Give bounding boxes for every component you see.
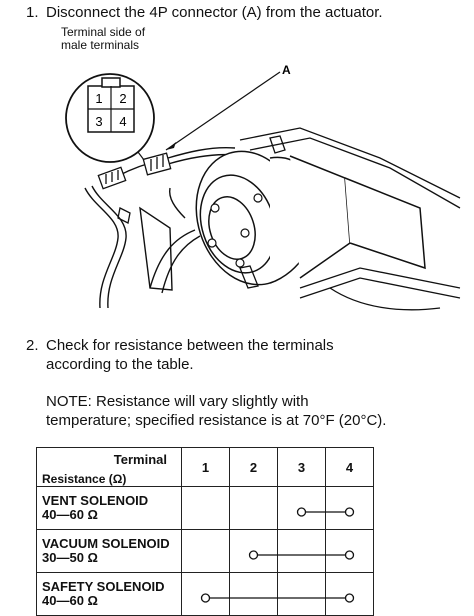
actuator-bolts: [207, 193, 263, 268]
resistance-value: 40—60 Ω: [42, 593, 98, 608]
note-line-1: NOTE: Resistance will vary slightly with: [46, 393, 309, 410]
solenoid-name: VACUUM SOLENOID: [42, 536, 170, 551]
column-header: 2: [229, 447, 278, 487]
table-corner-header: Terminal Resistance (Ω): [36, 447, 182, 487]
step-number: 2.: [26, 337, 39, 354]
table-header-row: Terminal Resistance (Ω) 1 2 3 4: [36, 447, 374, 487]
harness-connector: [97, 166, 127, 190]
column-header: 1: [181, 447, 230, 487]
connector-a: [142, 152, 172, 176]
callout-a-leader: [165, 71, 281, 151]
pin-1-label: 1: [95, 91, 102, 106]
column-header: 4: [325, 447, 374, 487]
note: NOTE: Resistance will vary slightly with…: [46, 392, 386, 430]
actuator-body: [195, 150, 426, 286]
resistance-value: 30—50 Ω: [42, 550, 98, 565]
table-row: VENT SOLENOID 40—60 Ω: [36, 486, 374, 530]
row-label: VACUUM SOLENOID 30—50 Ω: [36, 529, 182, 573]
terminal-header: Terminal: [113, 452, 167, 467]
step-2-line-1: Check for resistance between the termina…: [46, 337, 334, 354]
callout-a-label: A: [282, 63, 291, 77]
mounting-bracket: [117, 127, 461, 311]
step-2-line-2: according to the table.: [46, 356, 194, 373]
table-row: SAFETY SOLENOID 40—60 Ω: [36, 572, 374, 616]
pin-3-label: 3: [95, 114, 102, 129]
actuator-illustration: 1 2 3 4 A: [65, 63, 461, 311]
resistance-table: Terminal Resistance (Ω) 1 2 3 4 VENT SOL…: [36, 447, 374, 616]
resistance-value: 40—60 Ω: [42, 507, 98, 522]
pin-4-label: 4: [119, 114, 126, 129]
note-line-2: temperature; specified resistance is at …: [46, 412, 387, 429]
solenoid-name: VENT SOLENOID: [42, 493, 149, 508]
row-label: SAFETY SOLENOID 40—60 Ω: [36, 572, 182, 616]
caption-line-2: male terminals: [61, 38, 140, 52]
row-label: VENT SOLENOID 40—60 Ω: [36, 486, 182, 530]
step-text: Check for resistance between the termina…: [46, 336, 334, 374]
caption-line-1: Terminal side of: [61, 25, 146, 39]
resistance-header: Resistance (Ω): [42, 472, 127, 486]
connector-key: [101, 77, 121, 88]
vacuum-hoses: [139, 187, 201, 294]
terminal-caption: Terminal side of male terminals: [61, 26, 145, 52]
step-text: Disconnect the 4P connector (A) from the…: [46, 4, 383, 21]
table-row: VACUUM SOLENOID 30—50 Ω: [36, 529, 374, 573]
column-header: 3: [277, 447, 326, 487]
solenoid-name: SAFETY SOLENOID: [42, 579, 165, 594]
pin-2-label: 2: [119, 91, 126, 106]
step-number: 1.: [26, 4, 39, 21]
